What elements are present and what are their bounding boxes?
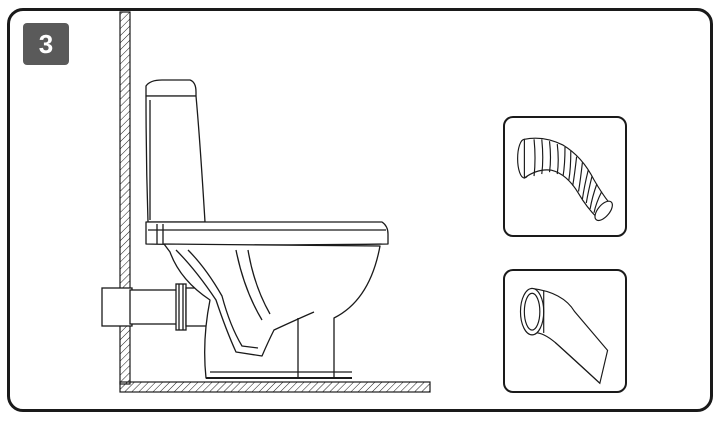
- wall-icon: [119, 11, 131, 385]
- step-number-badge: 3: [23, 23, 69, 65]
- corrugated-flex-pipe-icon: [517, 137, 613, 222]
- rigid-pipe-inset: [503, 269, 627, 393]
- toilet-icon: [145, 79, 389, 379]
- instruction-frame: [7, 8, 713, 412]
- floor-icon: [119, 381, 431, 393]
- flex-pipe-inset: [503, 116, 627, 237]
- rigid-elbow-pipe-icon: [519, 287, 609, 385]
